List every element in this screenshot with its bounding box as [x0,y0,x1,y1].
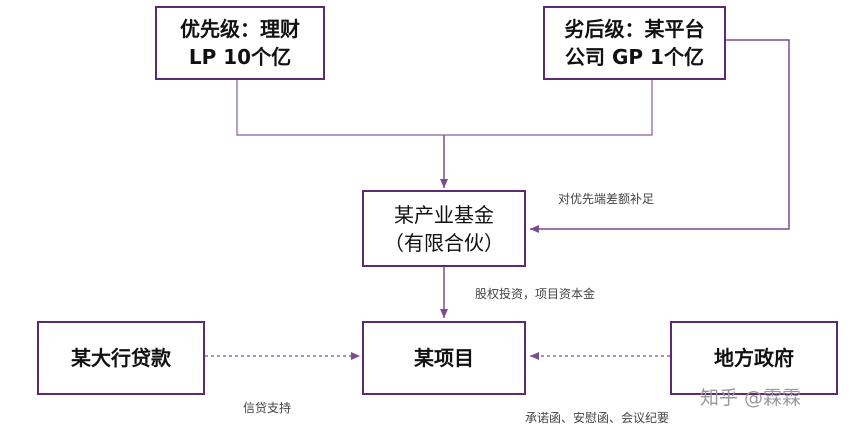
project-label: 某项目 [414,346,474,370]
fund-line2: （有限合伙） [384,230,504,255]
bank-loan-label: 某大行贷款 [71,346,171,370]
junior-gp-box: 劣后级：某平台 公司 GP 1个亿 [543,6,726,80]
senior-lp-line2: LP 10个亿 [188,45,292,69]
fund-to-project-label: 股权投资，项目资本金 [475,287,596,301]
fund-line1: 某产业基金 [394,202,494,227]
bank-loan-box: 某大行贷款 [37,321,205,395]
local-gov-label: 地方政府 [714,346,794,370]
senior-lp-line1: 优先级：理财 [180,17,300,41]
project-box: 某项目 [362,321,526,395]
bank-to-project-label: 信贷支持 [243,401,292,415]
gov-to-project-label: 承诺函、安慰函、会议纪要 [525,411,670,425]
gp-guarantee-label: 对优先端差额补足 [558,192,655,206]
senior-lp-box: 优先级：理财 LP 10个亿 [155,6,325,80]
lp-connector [236,80,653,136]
fund-box: 某产业基金 （有限合伙） [362,190,526,267]
watermark: 知乎 @霖霖 [700,387,802,409]
junior-gp-line2: 公司 GP 1个亿 [565,45,704,69]
junior-gp-line1: 劣后级：某平台 [564,17,705,41]
gp-guarantee-arrow [530,39,790,233]
local-gov-box: 地方政府 [670,321,838,395]
